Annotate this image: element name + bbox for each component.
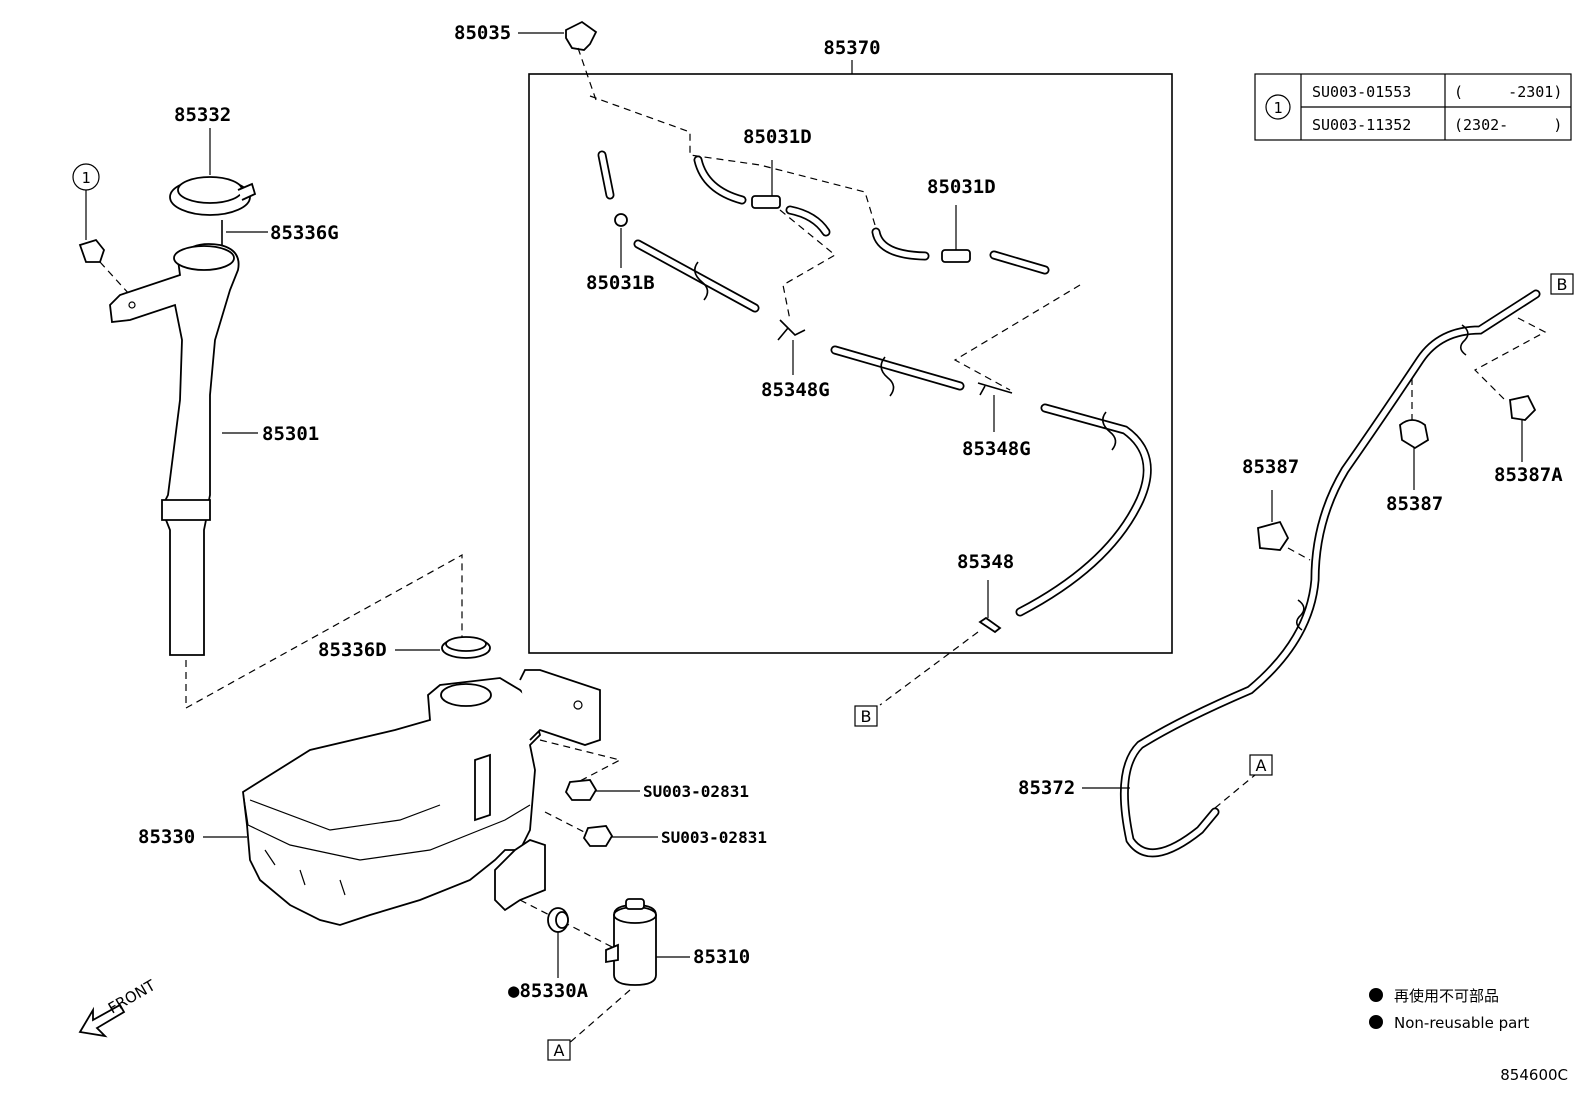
label-su003-02831-b: SU003-02831 (661, 828, 767, 847)
label-85348G-b: 85348G (962, 438, 1031, 460)
label-85370: 85370 (823, 37, 880, 59)
clip-icon (78, 238, 106, 263)
table-part-2: SU003-11352 (1312, 116, 1411, 134)
legend-line-2: Non-reusable part (1394, 1014, 1529, 1032)
grommet-85336D (441, 636, 491, 659)
connector-a-right: A (1256, 756, 1267, 775)
table-marker-circle-icon (1265, 94, 1291, 120)
clip-85031B (614, 213, 628, 268)
label-85330: 85330 (138, 826, 195, 848)
label-85330A: ●85330A (508, 980, 589, 1002)
circle-marker-1: 1 (72, 163, 100, 240)
circle-marker-text: 1 (81, 169, 90, 187)
check-valve-85031D-a (751, 160, 781, 209)
bolt-su003-a (564, 779, 640, 801)
label-85332: 85332 (174, 104, 231, 126)
bullet-icon (1369, 1015, 1383, 1029)
table-range-2: (2302- ) (1454, 116, 1562, 134)
reference-table: 1 SU003-01553 ( -2301) SU003-11352 (2302… (1254, 73, 1572, 141)
table-part-1: SU003-01553 (1312, 83, 1411, 101)
label-85031B: 85031B (586, 272, 655, 294)
label-85035: 85035 (454, 22, 511, 44)
label-85348: 85348 (957, 551, 1014, 573)
clip-85387A (1509, 394, 1537, 462)
label-85387-a: 85387 (1242, 456, 1299, 478)
diagram-code: 854600C (1500, 1066, 1568, 1084)
connector-a-bottom: A (554, 1041, 565, 1060)
front-arrow-icon (78, 1003, 126, 1038)
joint-85348G-b (977, 382, 1013, 432)
label-85336G: 85336G (270, 222, 339, 244)
check-valve-85031D-b (941, 205, 971, 263)
clip-85387-b (1399, 419, 1430, 490)
table-marker: 1 (1273, 99, 1282, 117)
joint-85348G-a (777, 319, 806, 375)
label-85301: 85301 (262, 423, 319, 445)
label-85348G-a: 85348G (761, 379, 830, 401)
label-85310: 85310 (693, 946, 750, 968)
pump-85310 (605, 898, 690, 986)
joint-85348 (879, 580, 1002, 706)
bullet-icon (1369, 988, 1383, 1002)
hose-85372 (1119, 289, 1541, 858)
label-85336D: 85336D (318, 639, 387, 661)
table-range-1: ( -2301) (1454, 83, 1562, 101)
grommet-85330A (547, 907, 569, 978)
connector-b-middle: B (861, 707, 872, 726)
label-85031D-b: 85031D (927, 176, 996, 198)
cap-85332 (169, 128, 257, 216)
front-label: FRONT (105, 976, 159, 1018)
label-su003-02831-a: SU003-02831 (643, 782, 749, 801)
label-85387-b: 85387 (1386, 493, 1443, 515)
bolt-su003-b (582, 825, 658, 847)
clip-85387-a (1257, 490, 1311, 561)
filler-neck-85301 (109, 243, 240, 656)
hose-assembly-frame (528, 73, 1173, 654)
hose-segments (597, 150, 1152, 617)
label-85031D-a: 85031D (743, 126, 812, 148)
label-85387A: 85387A (1494, 464, 1563, 486)
legend: 再使用不可部品 Non-reusable part (1369, 987, 1529, 1032)
connector-b-right: B (1557, 275, 1568, 294)
nozzle-85035 (565, 20, 598, 101)
label-85372: 85372 (1018, 777, 1075, 799)
washer-tank-85330 (242, 669, 601, 926)
legend-line-1: 再使用不可部品 (1394, 987, 1499, 1005)
